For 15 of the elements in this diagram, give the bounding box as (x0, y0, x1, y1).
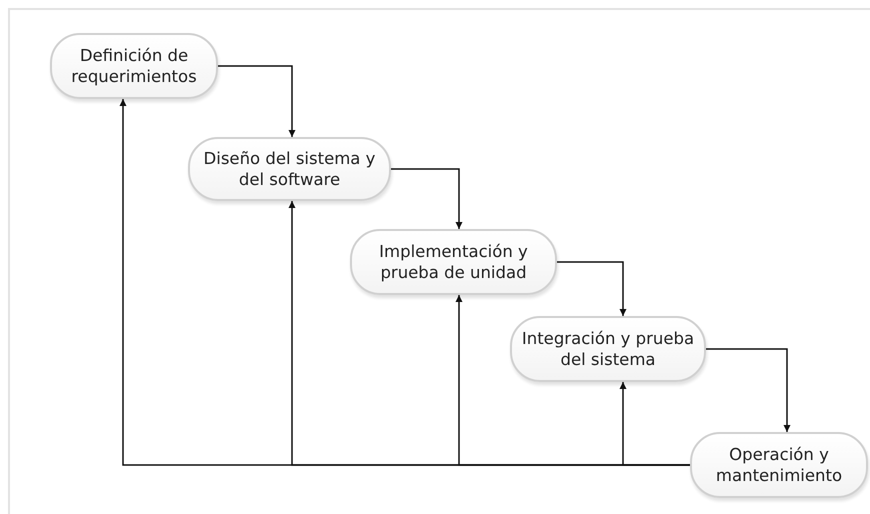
process-box (510, 316, 706, 382)
arrow (620, 382, 690, 466)
arrow (391, 168, 462, 229)
arrow (706, 348, 790, 432)
box-label: Definición de requerimientos (70, 44, 198, 88)
process-box (50, 33, 218, 99)
process-box (188, 137, 391, 201)
arrow (557, 261, 626, 316)
box-label: Implementación y prueba de unidad (378, 240, 529, 284)
process-box (690, 432, 868, 498)
box-label: Operación y mantenimiento (714, 444, 844, 486)
box-label: Integración y prueba del sistema (520, 328, 696, 370)
process-box (350, 229, 557, 295)
box-label: Diseño del sistema y del software (202, 148, 376, 190)
arrow (218, 65, 296, 137)
